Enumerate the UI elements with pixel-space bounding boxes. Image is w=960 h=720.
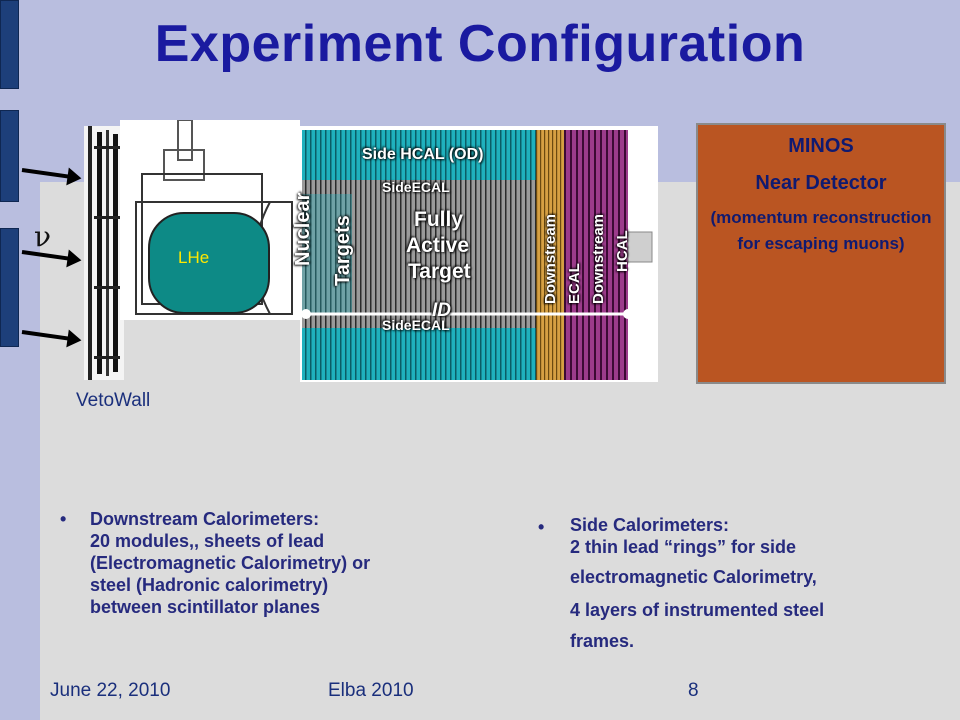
bullet-right-line-3: electromagnetic Calorimetry, [570, 567, 817, 587]
slide-title: Experiment Configuration [154, 15, 806, 73]
bullet-downstream-calorimeters: • Downstream Calorimeters: 20 modules,, … [60, 508, 480, 618]
bullet-left-line-1: Downstream Calorimeters: [90, 509, 320, 529]
beam-arrow-top [21, 168, 78, 180]
bullet-right-line-2: 2 thin lead “rings” for side [570, 537, 797, 557]
side-ecal-bottom-label: SideECAL [382, 317, 450, 333]
target-label: Target [408, 260, 471, 283]
nuclear-label: Nuclear [292, 192, 314, 266]
bullet-right-line-5: frames. [570, 631, 635, 651]
minos-description: (momentum reconstruction for escaping mu… [710, 208, 932, 253]
lhe-label: LHe [178, 248, 210, 267]
lhe-target [148, 212, 270, 314]
vetowall-label: VetoWall [76, 390, 151, 411]
targets-label: Targets [332, 215, 354, 286]
bullet-left-line-5: between scintillator planes [90, 597, 321, 617]
active-label: Active [406, 234, 470, 257]
minos-subtitle: Near Detector [755, 172, 887, 194]
inner-detector-label: ID [432, 300, 451, 321]
side-ecal-top-label: SideECAL [382, 179, 450, 195]
footer-page-number: 8 [688, 680, 699, 701]
bullet-right-line-1: Side Calorimeters: [570, 515, 730, 535]
minerva-detector-graphic: Side HCAL (OD) SideECAL SideECAL Nuclear… [292, 126, 658, 382]
downstream-hcal-label-2: HCAL [614, 230, 631, 272]
bullet-left-line-4: steel (Hadronic calorimetry) [90, 575, 329, 595]
downstream-ecal-label-1: Downstream [542, 213, 559, 304]
detector-svg [301, 130, 653, 380]
bullet-glyph: • [60, 509, 67, 529]
side-hcal-label: Side HCAL (OD) [362, 146, 484, 163]
side-bar-top [0, 0, 19, 89]
footer-venue: Elba 2010 [328, 680, 414, 701]
minos-title: MINOS [788, 135, 854, 157]
bullet-glyph: • [538, 517, 545, 537]
downstream-hcal-label-1: Downstream [590, 213, 607, 304]
minos-box: MINOS Near Detector (momentum reconstruc… [696, 123, 946, 384]
neutrino-symbol: ν [34, 220, 52, 253]
bullet-left-line-3: (Electromagnetic Calorimetry) or [90, 553, 371, 573]
side-bar-middle [0, 110, 19, 202]
side-bar-bottom [0, 228, 19, 347]
bullet-left-line-2: 20 modules,, sheets of lead [90, 531, 325, 551]
fully-label: Fully [414, 208, 464, 231]
bullet-right-line-4: 4 layers of instrumented steel [570, 600, 825, 620]
bullet-side-calorimeters: • Side Calorimeters: 2 thin lead “rings”… [538, 514, 938, 655]
footer-date: June 22, 2010 [50, 680, 171, 701]
downstream-ecal-label-2: ECAL [566, 263, 583, 304]
vetowall-graphic [84, 126, 124, 380]
